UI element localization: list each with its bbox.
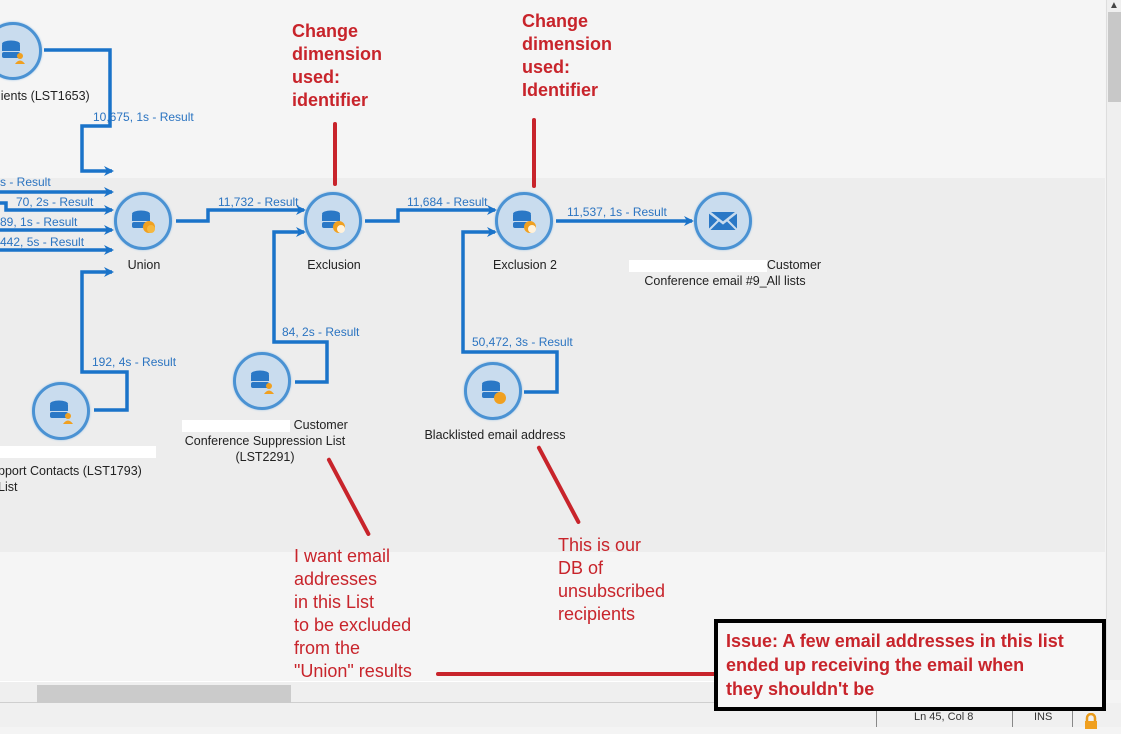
edge-label-exclusion2-email: 11,537, 1s - Result [567,205,667,219]
edge-label-input-2: 70, 2s - Result [16,195,94,209]
node-label-email: Customer Conference email #9_All lists [620,257,830,289]
edge-label-union-exclusion: 11,732 - Result [218,195,299,209]
node-label-suppression-line1: Customer [170,417,360,433]
node-label-suppression-line3: (LST2291) [235,450,295,464]
vertical-scroll-thumb[interactable] [1108,12,1121,102]
vertical-scrollbar[interactable]: ▲ [1106,0,1121,680]
edge-label-support-union: 192, 4s - Result [92,355,177,369]
node-label-support-line2: List [0,480,18,494]
edge-label-blacklist-exclusion2: 50,472, 3s - Result [472,335,573,349]
node-email-delivery[interactable] [694,192,752,250]
annotation-connector-issue [436,672,716,676]
issue-line-1: Issue: A few email addresses in this lis… [726,631,1064,651]
node-exclusion[interactable] [304,192,362,250]
wire-blacklist-exclusion2 [461,227,559,394]
wire-in2-union [0,201,114,215]
edge-label-input-1: s - Result [0,175,51,189]
edge-label-exclusion-exclusion2: 11,684 - Result [407,195,488,209]
canvas-band [0,178,1105,552]
node-label-suppression: Customer Conference Suppression List (LS… [170,417,360,465]
node-label-exclusion: Exclusion [307,258,361,272]
node-exclusion-2[interactable] [495,192,553,250]
workflow-canvas[interactable]: lients (LST1653) Union pport Contacts (L… [0,0,1105,680]
annotation-pointer-exclusion [333,122,337,186]
insert-mode: INS [1034,711,1053,723]
database-user-icon [2,40,25,64]
wire-union-exclusion [176,205,306,223]
annotation-pointer-exclusion-2 [532,118,536,188]
node-support-contacts[interactable] [32,382,90,440]
issue-callout: Issue: A few email addresses in this lis… [714,619,1106,711]
node-label-email-line1: Customer [620,257,830,273]
horizontal-scroll-thumb[interactable] [37,685,291,703]
node-label-support: pport Contacts (LST1793) List [0,463,142,495]
status-separator [1072,707,1073,727]
workflow-connections [0,48,694,412]
database-user-icon [251,370,274,394]
envelope-icon [708,211,738,231]
status-separator [1012,707,1013,727]
scroll-up-icon[interactable]: ▲ [1109,0,1119,11]
node-label-clients: lients (LST1653) [0,89,90,103]
wire-clients-union [44,48,114,176]
issue-line-2: ended up receiving the email when [726,655,1025,675]
wire-exclusion-exclusion2 [365,205,497,223]
node-label-email-line2: Conference email #9_All lists [644,274,806,288]
node-label-blacklist: Blacklisted email address [424,428,566,442]
node-label-union: Union [127,258,161,272]
wire-suppression-exclusion [272,227,329,384]
node-blacklist[interactable] [464,362,522,420]
node-union[interactable] [114,192,172,250]
cursor-position: Ln 45, Col 8 [914,711,974,723]
database-exclude-icon [322,210,345,233]
node-label-suppression-line2: Conference Suppression List [184,434,346,448]
database-exclude-icon [513,210,536,233]
node-label-exclusion-2: Exclusion 2 [493,258,557,272]
node-label-support-line1: pport Contacts (LST1793) [0,464,142,478]
wire-support-union [80,267,129,412]
edge-label-clients-union: 10,675, 1s - Result [93,110,194,124]
node-suppression-list[interactable] [233,352,291,410]
edge-label-suppression-exclusion: 84, 2s - Result [282,325,360,339]
lock-icon [1083,712,1099,734]
edge-label-input-3: 89, 1s - Result [0,215,78,229]
database-dot-icon [482,380,506,404]
issue-line-3: they shouldn't be [726,679,875,699]
edge-label-input-4: 442, 5s - Result [0,235,85,249]
redacted-label [0,446,156,458]
status-separator [876,707,877,727]
database-merge-icon [132,210,155,233]
database-user-icon [50,400,73,424]
